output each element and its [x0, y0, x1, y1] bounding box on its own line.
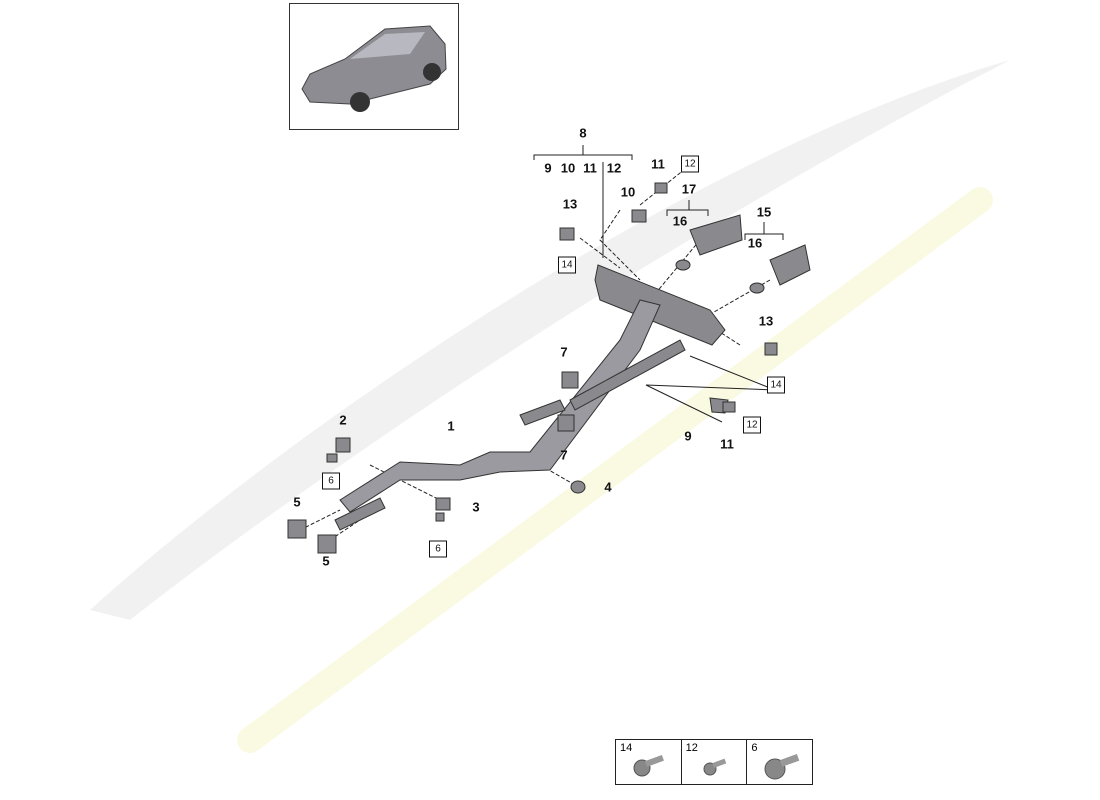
callout-10: 10: [620, 184, 636, 200]
callout-4: 4: [604, 479, 612, 495]
ref-box-14: 14: [767, 376, 785, 394]
vehicle-thumbnail: [289, 3, 459, 130]
legend-ref: 12: [685, 742, 698, 754]
bolt-icon: [703, 758, 726, 776]
callout-7: 7: [560, 447, 568, 463]
callout-13: 13: [562, 196, 578, 212]
ref-box-6: 6: [429, 540, 447, 558]
callout-15: 15: [756, 204, 772, 220]
callout-10: 10: [560, 160, 576, 176]
callout-9: 9: [544, 160, 552, 176]
bolt-icon: [633, 755, 664, 777]
callout-11: 11: [720, 436, 734, 452]
callout-9: 9: [684, 428, 692, 444]
callout-16: 16: [747, 235, 763, 251]
car-icon: [301, 25, 447, 112]
bolt-icon: [764, 754, 800, 780]
callout-1: 1: [447, 418, 455, 434]
legend-cell-6: 6: [747, 740, 812, 784]
callout-11: 11: [583, 160, 597, 176]
legend-cell-12: 12: [682, 740, 748, 784]
callout-12: 12: [606, 160, 622, 176]
callout-11: 11: [651, 156, 665, 172]
callout-7: 7: [560, 344, 568, 360]
callout-5: 5: [293, 494, 301, 510]
callout-16: 16: [672, 213, 688, 229]
callout-17: 17: [681, 181, 697, 197]
fastener-legend: 14 12 6: [615, 739, 813, 785]
ref-box-12: 12: [681, 155, 699, 173]
callout-5: 5: [322, 553, 330, 569]
callout-3: 3: [472, 499, 480, 515]
ref-box-14: 14: [558, 256, 576, 274]
ref-box-12: 12: [743, 416, 761, 434]
ref-box-6: 6: [322, 472, 340, 490]
callout-2: 2: [339, 412, 347, 428]
legend-cell-14: 14: [616, 740, 682, 784]
legend-ref: 6: [751, 742, 758, 754]
callout-13: 13: [758, 313, 774, 329]
legend-ref: 14: [620, 742, 633, 754]
callout-8: 8: [579, 125, 587, 141]
